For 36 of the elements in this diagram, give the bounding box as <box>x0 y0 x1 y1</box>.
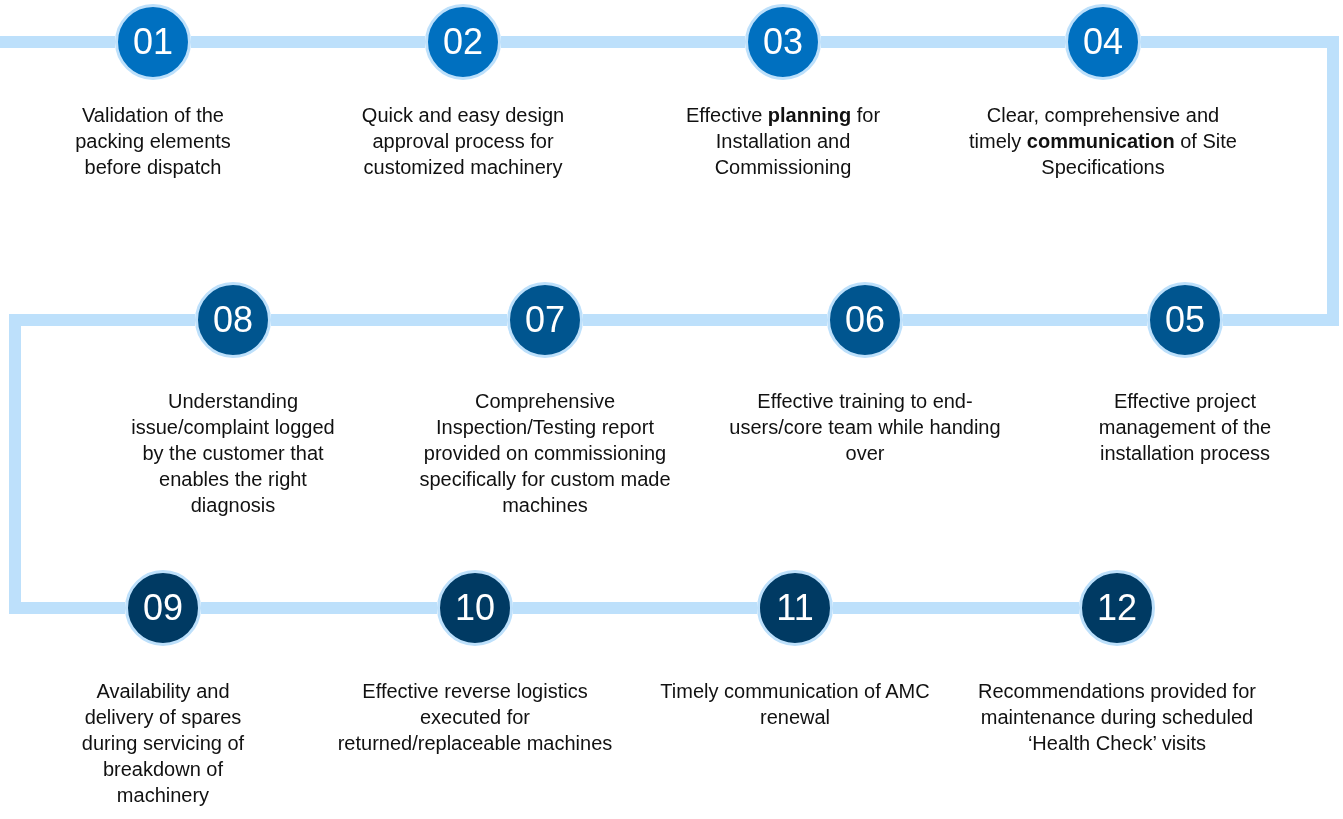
step-number-circle: 11 <box>757 570 833 646</box>
step-number-circle: 12 <box>1079 570 1155 646</box>
step-description: Understanding issue/complaint logged by the customer that enables the right diagnosis <box>130 389 336 518</box>
step-description: Recommendations provided for maintenance during scheduled ‘Health Check’ visits <box>977 679 1257 756</box>
connector-line <box>583 314 827 326</box>
connector-line <box>513 602 757 614</box>
step-number-circle: 10 <box>437 570 513 646</box>
connector-line <box>0 36 115 48</box>
step-number-circle: 04 <box>1065 4 1141 80</box>
connector-line <box>501 36 745 48</box>
step-description: Effective reverse logistics executed for returned/replaceable machines <box>336 679 614 756</box>
step-number-circle: 09 <box>125 570 201 646</box>
step-number-circle: 07 <box>507 282 583 358</box>
step-description: Availability and delivery of spares during servicing of breakdown of machinery <box>80 679 246 808</box>
connector-line <box>1141 36 1339 326</box>
connector-line <box>191 36 425 48</box>
step-number-circle: 01 <box>115 4 191 80</box>
connector-line <box>9 314 195 614</box>
connector-line <box>821 36 1065 48</box>
step-description: Comprehensive Inspection/Testing report provided on commissioning specifically for custom made machines <box>418 389 672 518</box>
connector-line <box>903 314 1147 326</box>
step-number-circle: 06 <box>827 282 903 358</box>
step-description: Timely communication of AMC renewal <box>659 679 931 730</box>
step-number-circle: 03 <box>745 4 821 80</box>
connector-line <box>271 314 507 326</box>
step-description: Validation of the packing elements before dispatch <box>74 103 232 180</box>
step-description: Effective project management of the installation process <box>1097 389 1273 466</box>
step-description: Effective planning for Installation and Commissioning <box>684 103 882 180</box>
step-description: Quick and easy design approval process for customized machinery <box>360 103 566 180</box>
step-description: Effective training to end-users/core team while handing over <box>728 389 1002 466</box>
step-number-circle: 05 <box>1147 282 1223 358</box>
connector-line <box>201 602 437 614</box>
connector-line <box>833 602 1079 614</box>
step-number-circle: 02 <box>425 4 501 80</box>
step-number-circle: 08 <box>195 282 271 358</box>
step-description: Clear, comprehensive and timely communication of Site Specifications <box>968 103 1238 180</box>
